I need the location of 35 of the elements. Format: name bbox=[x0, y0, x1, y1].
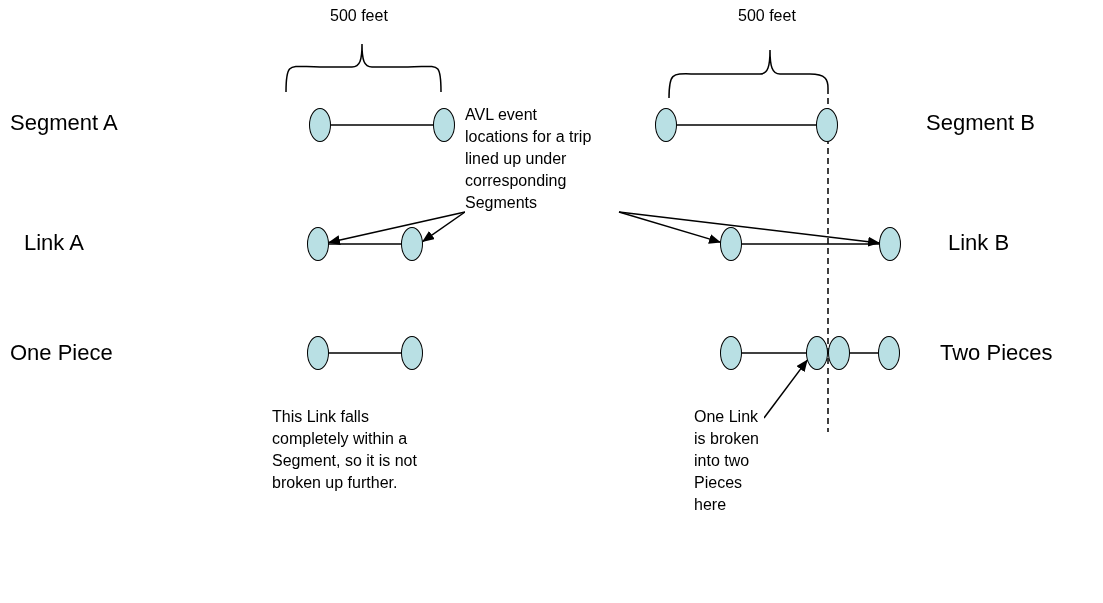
event-ellipse bbox=[655, 108, 677, 142]
row-label: Segment B bbox=[926, 110, 1035, 136]
event-ellipse bbox=[828, 336, 850, 370]
arrow bbox=[618, 211, 880, 247]
connector-line bbox=[330, 124, 434, 126]
event-ellipse bbox=[401, 336, 423, 370]
dimension-label: 500 feet bbox=[738, 6, 796, 26]
row-label: Segment A bbox=[10, 110, 118, 136]
connector-line bbox=[676, 124, 817, 126]
connector-line bbox=[849, 352, 879, 354]
row-label: Two Pieces bbox=[940, 340, 1053, 366]
connector-line bbox=[328, 352, 402, 354]
arrow bbox=[618, 211, 721, 244]
arrow bbox=[328, 211, 466, 245]
arrow bbox=[763, 359, 808, 419]
connector-line bbox=[741, 243, 880, 245]
connector-line bbox=[328, 243, 402, 245]
row-label: Link A bbox=[24, 230, 84, 256]
event-ellipse bbox=[816, 108, 838, 142]
note-text: This Link falls completely within a Segment, so it is not broken up further. bbox=[272, 407, 418, 493]
dimension-label: 500 feet bbox=[330, 6, 388, 26]
row-label: One Piece bbox=[10, 340, 113, 366]
row-label: Link B bbox=[948, 230, 1010, 256]
event-ellipse bbox=[720, 227, 742, 261]
event-ellipse bbox=[401, 227, 423, 261]
event-ellipse bbox=[720, 336, 742, 370]
event-ellipse bbox=[309, 108, 331, 142]
event-ellipse bbox=[307, 227, 329, 261]
event-ellipse bbox=[879, 227, 901, 261]
event-ellipse bbox=[878, 336, 900, 370]
connector-line bbox=[741, 352, 807, 354]
event-ellipse bbox=[433, 108, 455, 142]
event-ellipse bbox=[307, 336, 329, 370]
arrow bbox=[422, 211, 466, 243]
event-ellipse bbox=[806, 336, 828, 370]
